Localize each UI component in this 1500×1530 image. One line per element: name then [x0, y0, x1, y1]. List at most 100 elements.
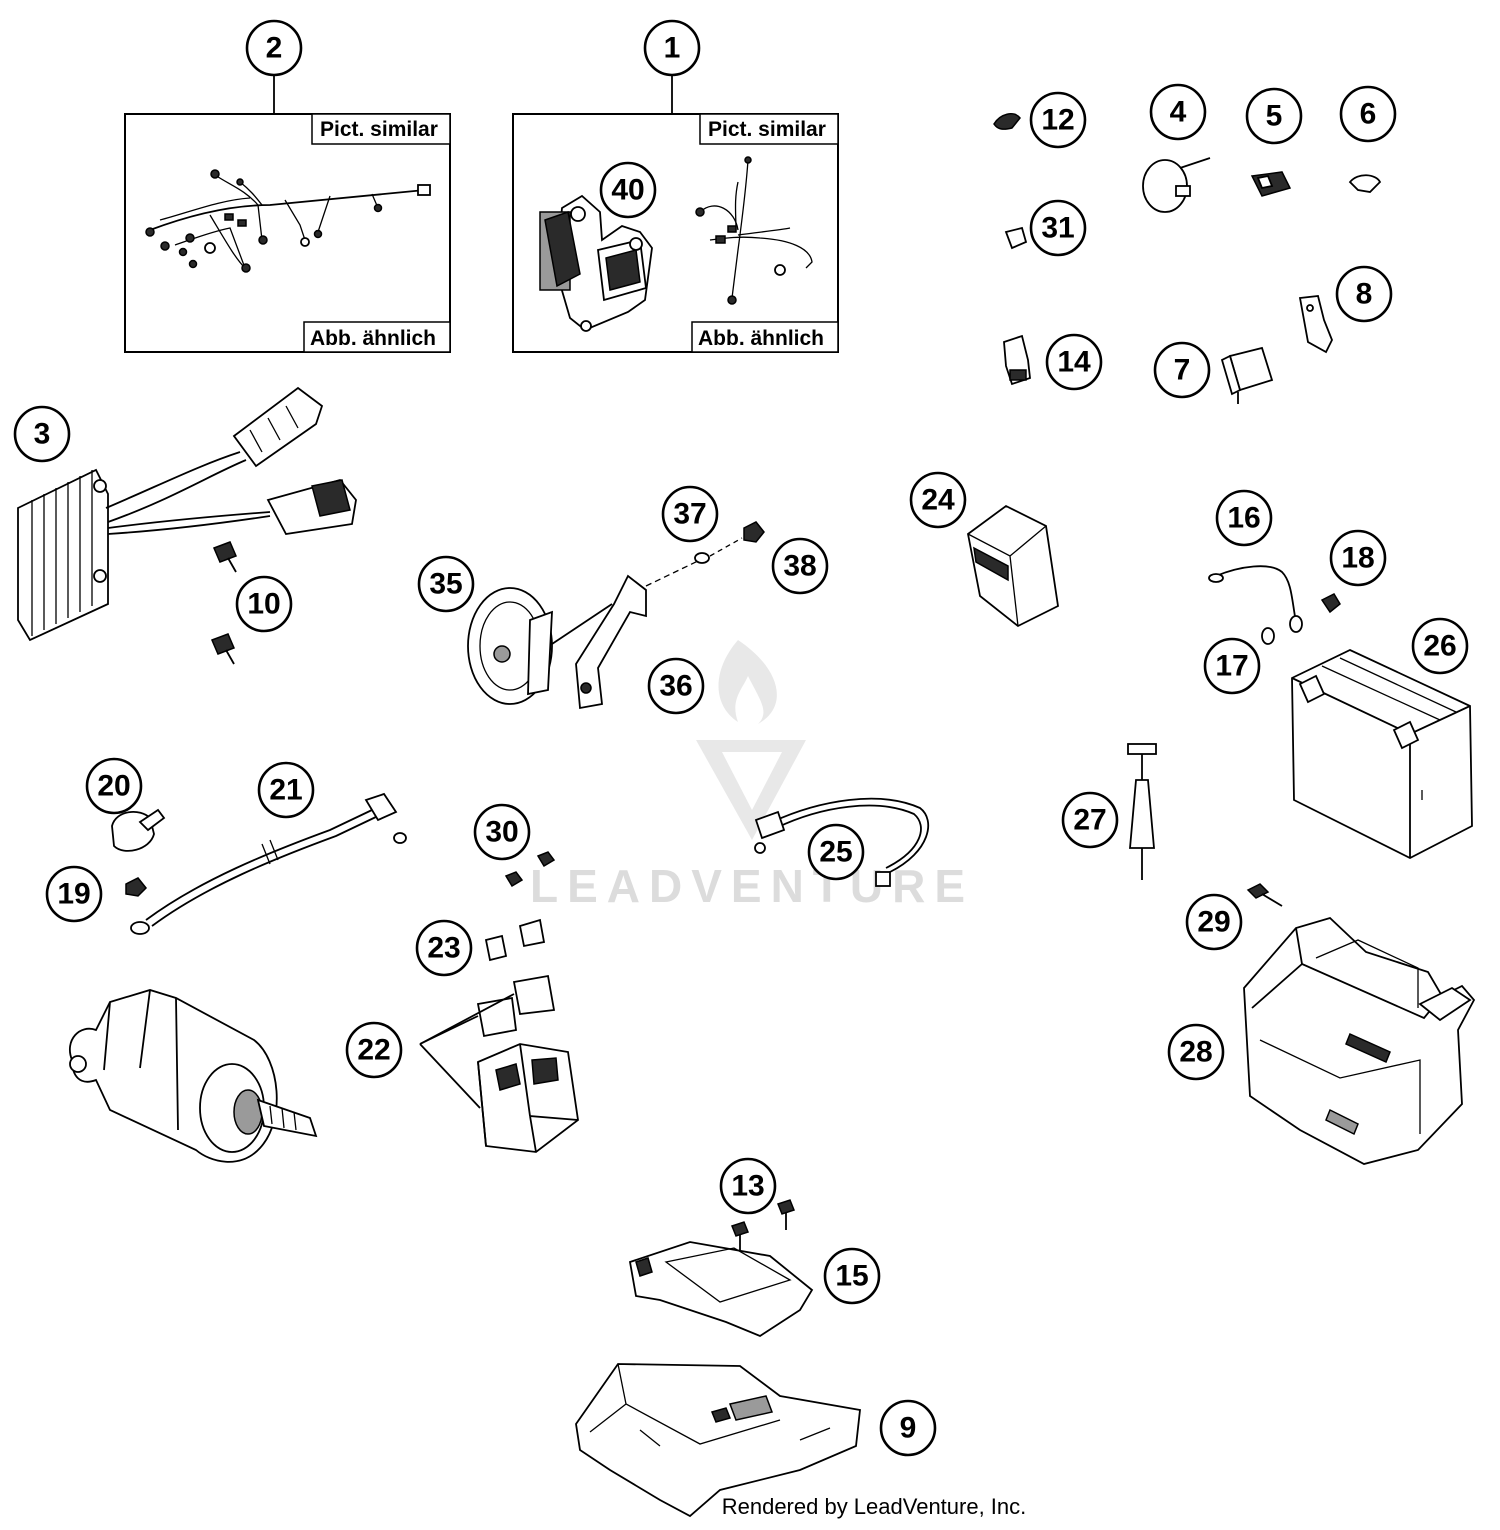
svg-text:5: 5	[1266, 100, 1283, 133]
callout-19: 19	[45, 865, 103, 923]
watermark-text: LEADVENTURE	[530, 860, 974, 912]
bulb-12	[993, 113, 1021, 130]
nut-38	[743, 521, 765, 543]
box-1-bottom-label: Abb. ähnlich	[698, 327, 824, 350]
svg-text:35: 35	[429, 568, 462, 601]
svg-text:22: 22	[357, 1034, 390, 1067]
callout-35: 35	[417, 555, 475, 613]
cable-21	[145, 809, 373, 921]
svg-text:9: 9	[900, 1412, 917, 1445]
svg-text:3: 3	[34, 418, 51, 451]
harness-box-1: Pict. similar Abb. ähnlich	[512, 113, 839, 353]
callout-22: 22	[345, 1021, 403, 1079]
main-harness-drawing	[145, 169, 431, 273]
callout-12: 12	[1029, 91, 1087, 149]
callout-10: 10	[235, 575, 293, 633]
fuse-31	[1004, 226, 1028, 250]
svg-text:4: 4	[1170, 96, 1187, 129]
svg-text:6: 6	[1360, 98, 1377, 131]
svg-text:12: 12	[1041, 104, 1074, 137]
starter-motor	[69, 989, 318, 1163]
control-unit-24	[967, 504, 1059, 628]
svg-text:16: 16	[1227, 502, 1260, 535]
svg-text:25: 25	[819, 836, 852, 869]
svg-text:19: 19	[57, 878, 90, 911]
svg-text:17: 17	[1215, 650, 1248, 683]
fuse-23a	[484, 934, 508, 962]
battery-26	[1291, 649, 1473, 860]
washer-17	[1261, 627, 1275, 645]
watermark-flame-icon	[718, 640, 777, 724]
clip-5	[1250, 171, 1292, 197]
watermark: LEADVENTURE	[530, 640, 974, 912]
callout-14: 14	[1045, 333, 1103, 391]
watermark-v-icon	[696, 740, 806, 840]
screw-13a	[731, 1221, 749, 1237]
callout-38: 38	[771, 537, 829, 595]
cover-15	[628, 1241, 814, 1338]
svg-text:30: 30	[485, 816, 518, 849]
battery-box-28	[1243, 883, 1476, 1165]
svg-text:31: 31	[1041, 212, 1074, 245]
ecu-holder-assembly	[628, 1199, 814, 1338]
sensor-27	[1127, 743, 1157, 880]
callout-37: 37	[661, 485, 719, 543]
callout-9: 9	[879, 1399, 937, 1457]
cable-tie-4	[1142, 157, 1211, 213]
bracket-8	[1298, 295, 1333, 354]
callout-18: 18	[1329, 529, 1387, 587]
bracket-36	[575, 574, 647, 710]
svg-text:21: 21	[269, 774, 302, 807]
washer-37	[694, 552, 710, 564]
svg-text:13: 13	[731, 1170, 764, 1203]
svg-text:10: 10	[247, 588, 280, 621]
screw-30a	[504, 871, 524, 888]
fuse-23b	[518, 918, 546, 948]
callout-4: 4	[1149, 83, 1207, 141]
callout-24: 24	[909, 471, 967, 529]
screw-18	[1320, 593, 1341, 614]
svg-text:28: 28	[1179, 1036, 1212, 1069]
svg-text:8: 8	[1356, 278, 1373, 311]
callout-30: 30	[473, 803, 531, 861]
callout-27: 27	[1061, 791, 1119, 849]
screws-10	[211, 541, 237, 665]
callout-1: 1	[643, 19, 701, 77]
callout-16: 16	[1215, 489, 1273, 547]
callout-29: 29	[1185, 893, 1243, 951]
callout-17: 17	[1203, 637, 1261, 695]
callout-31: 31	[1029, 199, 1087, 257]
battery-cable-25	[754, 797, 930, 887]
svg-text:15: 15	[835, 1260, 868, 1293]
callout-25: 25	[807, 823, 865, 881]
battery-assembly	[1208, 565, 1473, 860]
box-2-bottom-label: Abb. ähnlich	[310, 327, 436, 350]
footer-credit: Rendered by LeadVenture, Inc.	[722, 1494, 1027, 1519]
holder-9	[575, 1363, 861, 1518]
svg-text:40: 40	[611, 174, 644, 207]
svg-text:2: 2	[266, 32, 283, 65]
callout-21: 21	[257, 761, 315, 819]
callout-40: 40	[599, 161, 657, 219]
relay-7	[1220, 346, 1274, 404]
nut-19	[125, 877, 148, 897]
callout-2: 2	[245, 19, 303, 77]
box-1-top-label: Pict. similar	[708, 118, 826, 141]
callout-13: 13	[719, 1157, 777, 1215]
sub-harness-drawing	[695, 156, 813, 305]
callout-5: 5	[1245, 87, 1303, 145]
harness-box-2: Pict. similar Abb. ähnlich	[124, 113, 451, 353]
screw-13b	[777, 1199, 795, 1215]
starter-cable-assembly	[111, 792, 407, 935]
callout-6: 6	[1339, 85, 1397, 143]
clip-6	[1348, 174, 1382, 193]
svg-text:36: 36	[659, 670, 692, 703]
callout-26: 26	[1411, 617, 1469, 675]
box-2-top-label: Pict. similar	[320, 118, 438, 141]
svg-text:26: 26	[1423, 630, 1456, 663]
svg-text:1: 1	[664, 32, 681, 65]
small-parts	[993, 113, 1382, 404]
svg-text:24: 24	[921, 484, 955, 517]
callout-7: 7	[1153, 341, 1211, 399]
